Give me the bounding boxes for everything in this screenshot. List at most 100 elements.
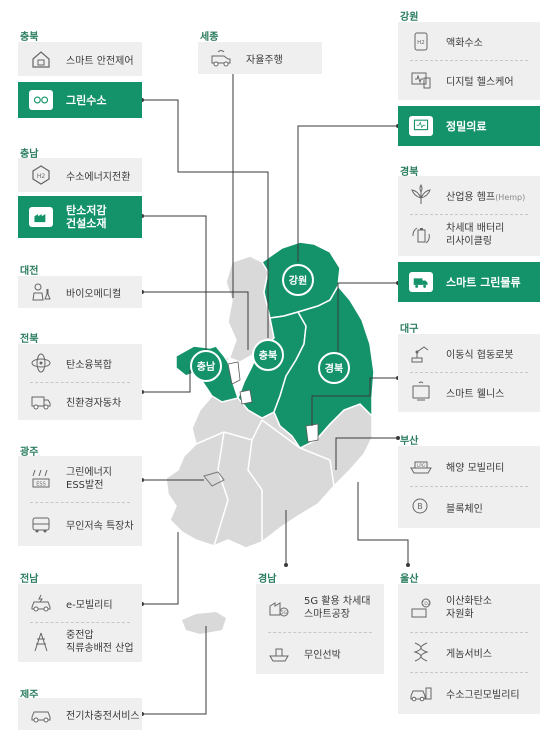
item-smart-logistics[interactable]: 스마트 그린물류 <box>398 262 540 302</box>
atom-icon <box>28 351 54 375</box>
label-wellness: 스마트 웰니스 <box>446 388 505 400</box>
label-eco-vehicle: 친환경자동차 <box>66 397 122 409</box>
group-busan: LPG 해양 모빌리티 B 블록체인 <box>398 446 540 528</box>
label-blockchain: 블록체인 <box>446 503 483 515</box>
label-low-carbon-1: 탄소저감 <box>66 204 107 217</box>
bitcoin-icon: B <box>408 495 434 519</box>
label-smart-logistics: 스마트 그린물류 <box>446 276 521 289</box>
label-ev-charging: 전기차충전서비스 <box>66 710 140 722</box>
label-unmanned-ship: 무인선박 <box>304 649 341 661</box>
region-label-chungnam: 충남 <box>20 149 39 160</box>
item-wellness[interactable]: 스마트 웰니스 <box>398 372 540 412</box>
item-bio-medical[interactable]: 바이오메디컬 <box>18 276 142 308</box>
map-circle-gangwon: 강원 <box>282 264 314 296</box>
svg-text:5G: 5G <box>281 610 288 616</box>
label-factory-2: 스마트공장 <box>304 609 350 620</box>
label-precision-med: 정밀의료 <box>446 120 487 133</box>
item-ev-charging[interactable]: 전기차충전서비스 <box>18 698 142 730</box>
ev-charging-icon <box>28 702 54 726</box>
hydrogen-car-icon <box>408 681 434 705</box>
label-hydrogen-energy: 수소에너지전환 <box>66 171 131 183</box>
smart-home-icon <box>28 47 54 71</box>
eco-truck-icon <box>28 389 54 413</box>
ess-battery-icon: ESS <box>28 467 54 491</box>
power-tower-icon <box>28 630 54 654</box>
group-gangwon: H2 액화수소 디지털 헬스케어 <box>398 22 540 100</box>
group-jeonbuk: 탄소융복합 친환경자동차 <box>18 344 142 420</box>
item-e-mobility[interactable]: e-모빌리티 <box>18 584 142 622</box>
factory-icon <box>28 205 54 229</box>
item-green-energy[interactable]: ESS 그린에너지 ESS발전 <box>18 456 142 502</box>
map-label-gangwon: 강원 <box>289 274 307 287</box>
group-daegu: 이동식 협동로봇 스마트 웰니스 <box>398 334 540 412</box>
item-carbon-composite[interactable]: 탄소융복합 <box>18 344 142 382</box>
item-autonomous[interactable]: 자율주행 <box>198 42 322 74</box>
delivery-truck-icon <box>408 270 434 294</box>
label-smart-safety: 스마트 안전제어 <box>66 55 134 67</box>
wellness-screen-icon <box>408 380 434 404</box>
label-robot: 이동식 협동로봇 <box>446 349 514 361</box>
label-green-energy-1: 그린에너지 <box>66 467 112 478</box>
item-green-hydrogen[interactable]: 그린수소 <box>18 82 142 118</box>
region-label-jeonbuk: 전북 <box>20 334 39 345</box>
dna-icon <box>408 640 434 664</box>
health-monitor-icon <box>408 68 434 92</box>
item-hydrogen-energy[interactable]: H2 수소에너지전환 <box>18 158 142 192</box>
label-liquid-hydrogen: 액화수소 <box>446 37 483 49</box>
autonomous-van-icon <box>208 46 234 70</box>
map-circle-chungnam: 충남 <box>190 350 222 382</box>
item-hemp[interactable]: 산업용 헴프(Hemp) <box>398 176 540 214</box>
battery-recycle-icon <box>408 223 434 247</box>
region-label-gwangju: 광주 <box>20 447 39 458</box>
robot-arm-icon <box>408 341 434 365</box>
h2-tank-icon: H2 <box>408 29 434 53</box>
bus-icon <box>28 512 54 536</box>
region-label-daejeon: 대전 <box>20 266 39 277</box>
item-unmanned-ship[interactable]: 무인선박 <box>256 632 384 674</box>
label-gene: 게놈서비스 <box>446 648 492 660</box>
region-label-jeju: 제주 <box>20 690 39 701</box>
label-factory-1: 5G 활용 차세대 <box>304 596 371 607</box>
item-smart-safety[interactable]: 스마트 안전제어 <box>18 42 142 76</box>
svg-text:CO2: CO2 <box>422 601 431 606</box>
item-liquid-hydrogen[interactable]: H2 액화수소 <box>398 22 540 60</box>
h2-hexagon-icon: H2 <box>28 163 54 187</box>
label-autonomous: 자율주행 <box>246 54 283 66</box>
item-digital-health[interactable]: 디지털 헬스케어 <box>398 60 540 100</box>
item-precision-med[interactable]: 정밀의료 <box>398 106 540 146</box>
item-low-speed[interactable]: 무인저속 특장차 <box>18 502 142 546</box>
label-e-mobility: e-모빌리티 <box>66 599 113 611</box>
co2-factory-icon: CO2 <box>408 596 434 620</box>
label-green-energy-2: ESS발전 <box>66 480 104 491</box>
region-label-busan: 부산 <box>400 436 419 447</box>
map-label-gyeongbuk: 경북 <box>325 362 343 375</box>
svg-text:H2: H2 <box>37 173 46 180</box>
label-digital-health: 디지털 헬스케어 <box>446 76 514 88</box>
item-eco-vehicle[interactable]: 친환경자동차 <box>18 382 142 420</box>
item-robot[interactable]: 이동식 협동로봇 <box>398 334 540 372</box>
item-gene[interactable]: 게놈서비스 <box>398 632 540 672</box>
map-circle-chungbuk: 충북 <box>252 339 284 371</box>
label-hemp-sub: (Hemp) <box>495 192 526 202</box>
svg-text:B: B <box>417 502 423 511</box>
lab-person-icon <box>28 280 54 304</box>
region-label-gyeongbuk: 경북 <box>400 167 419 178</box>
map-label-chungbuk: 충북 <box>259 349 277 362</box>
label-co2-2: 자원화 <box>446 609 474 620</box>
item-hydrogen-mobility[interactable]: 수소그린모빌리티 <box>398 672 540 714</box>
item-blockchain[interactable]: B 블록체인 <box>398 486 540 528</box>
label-low-carbon-2: 건설소재 <box>66 217 107 230</box>
item-marine-mobility[interactable]: LPG 해양 모빌리티 <box>398 446 540 486</box>
label-bio-medical: 바이오메디컬 <box>66 288 122 300</box>
electric-car-icon <box>28 591 54 615</box>
region-label-ulsan: 울산 <box>400 574 419 585</box>
